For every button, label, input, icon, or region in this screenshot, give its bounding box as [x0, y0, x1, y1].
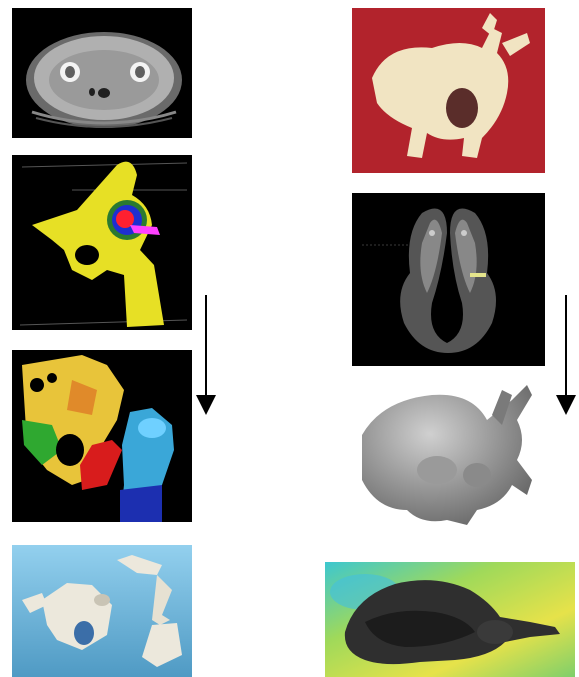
chicken-simulation-render [325, 562, 575, 677]
hip-3d-rendering [12, 155, 192, 330]
ct-scan-image [12, 8, 192, 138]
right-down-arrow-icon [556, 295, 576, 415]
chicken-ct-image [352, 193, 545, 366]
chicken-photo [352, 8, 545, 173]
chicken-3d-mesh [352, 380, 545, 535]
left-down-arrow-icon [196, 295, 216, 415]
printed-model-photo [12, 545, 192, 677]
pelvis-segmented-image [12, 350, 192, 522]
